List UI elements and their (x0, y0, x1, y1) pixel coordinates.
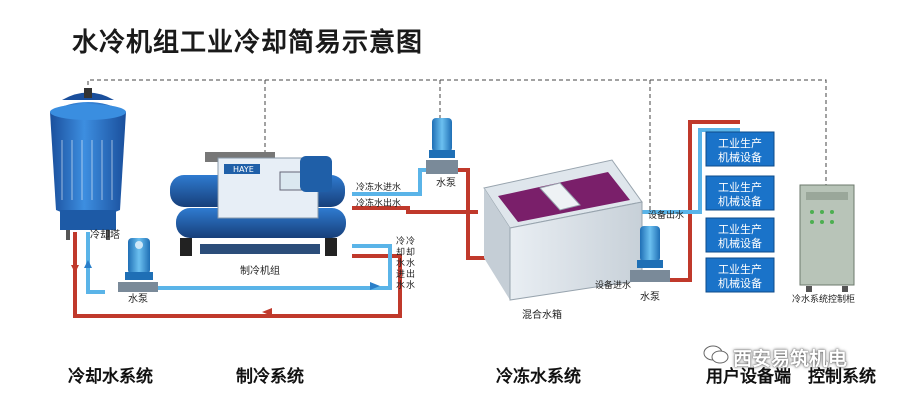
cooling-arrows (71, 265, 272, 316)
control-cabinet-label: 冷水系统控制柜 (792, 293, 855, 305)
equipment-label-line2: 机械设备 (718, 194, 762, 208)
equipment-label-line2: 机械设备 (718, 236, 762, 250)
cooling-water-in-label: 冷却水进水 (396, 235, 405, 291)
section-chilled: 冷冻水系统 (496, 367, 581, 387)
equipment-label-line1: 工业生产 (718, 262, 762, 276)
watermark: 西安易筑机电 (733, 348, 848, 370)
pump-left (118, 238, 158, 292)
chiller-brand: HAYE (233, 165, 254, 174)
mix-tank (483, 159, 643, 301)
equipment-label-line1: 工业生产 (718, 222, 762, 236)
wechat-icon (703, 345, 729, 364)
cooling-arrows-blue (84, 260, 380, 290)
section-cooling: 冷却水系统 (68, 367, 153, 387)
pump-right-label: 水泵 (640, 291, 660, 303)
equipment-box: 工业生产 机械设备 (705, 131, 775, 167)
equipment-label-line1: 工业生产 (718, 136, 762, 150)
control-lines (87, 79, 827, 210)
equipment-outlet-label: 设备出水 (648, 209, 684, 221)
pump-top-label: 水泵 (436, 177, 456, 189)
equipment-box: 工业生产 机械设备 (705, 257, 775, 293)
equipment-label-line2: 机械设备 (718, 276, 762, 290)
chilled-water-out-label: 冷冻水出水 (356, 197, 401, 209)
cooling-water-out-label: 冷却水出水 (406, 235, 415, 291)
cooling-tower-label: 冷却塔 (90, 228, 120, 241)
equipment-inlet-label: 设备进水 (595, 279, 631, 291)
chiller-unit (170, 152, 346, 256)
cooling-water-pipes (73, 232, 402, 318)
mix-tank-label: 混合水箱 (522, 308, 562, 321)
pump-right (630, 226, 670, 282)
section-user: 用户设备端 (706, 367, 791, 387)
pump-left-label: 水泵 (128, 293, 148, 305)
equipment-box: 工业生产 机械设备 (705, 175, 775, 211)
chilled-water-in-label: 冷冻水进水 (356, 181, 401, 193)
equipment-stack: 工业生产 机械设备 工业生产 机械设备 工业生产 机械设备 工业生产 机械设备 (705, 131, 775, 293)
pump-top (426, 118, 458, 174)
chiller-unit-label: 制冷机组 (240, 264, 280, 277)
equipment-label-line1: 工业生产 (718, 180, 762, 194)
equipment-label-line2: 机械设备 (718, 150, 762, 164)
page-title: 水冷机组工业冷却简易示意图 (72, 28, 424, 58)
section-refrigeration: 制冷系统 (236, 367, 304, 387)
section-control: 控制系统 (808, 367, 876, 387)
control-cabinet (799, 184, 855, 292)
equipment-box: 工业生产 机械设备 (705, 217, 775, 253)
cooling-tower (50, 88, 126, 240)
